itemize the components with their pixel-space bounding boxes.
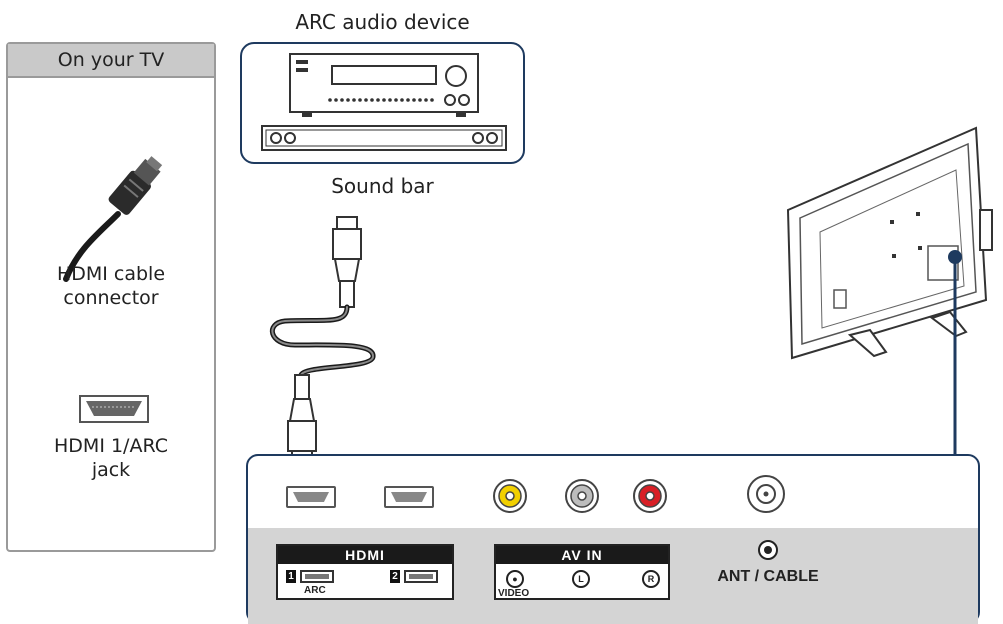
hdmi-port-2-icon xyxy=(404,570,438,583)
arc-device-box xyxy=(240,42,525,164)
lower-hdmi-plug xyxy=(287,374,317,470)
ant-cable-mini-jack xyxy=(758,540,778,560)
legend-label-jack-line2: jack xyxy=(91,459,131,481)
av-video-tag: VIDEO xyxy=(498,588,530,599)
av-in-label: AV IN xyxy=(496,546,668,564)
av-left-audio-jack[interactable] xyxy=(564,478,600,514)
upper-hdmi-plug xyxy=(332,216,362,308)
av-left-mini-jack: L xyxy=(572,570,590,588)
av-video-mini-jack: ● xyxy=(506,570,524,588)
hdmi-2-port[interactable] xyxy=(384,486,434,508)
hdmi-port-1-icon xyxy=(300,570,334,583)
hdmi-jack-icon xyxy=(79,395,149,423)
hdmi-port-1-arc-tag: ARC xyxy=(304,585,326,596)
hdmi-1-arc-port[interactable] xyxy=(286,486,336,508)
hdmi-cable-connector-icon xyxy=(63,156,163,282)
tv-rear-illustration xyxy=(786,126,993,360)
hdmi-cable-illustration xyxy=(269,216,376,470)
av-right-audio-jack[interactable] xyxy=(632,478,668,514)
legend-label-cable-line1: HDMI cable xyxy=(56,263,166,285)
av-video-jack[interactable] xyxy=(492,478,528,514)
callout-line xyxy=(948,250,962,457)
legend-label-cable-line2: connector xyxy=(63,287,159,309)
ant-cable-label: ANT / CABLE xyxy=(717,568,819,585)
ant-cable-jack[interactable] xyxy=(746,474,786,514)
legend-label-jack-line1: HDMI 1/ARC xyxy=(54,435,168,457)
av-right-mini-jack: R xyxy=(642,570,660,588)
hdmi-port-2-number: 2 xyxy=(390,570,400,583)
device-title: ARC audio device xyxy=(295,10,470,34)
legend-header: On your TV xyxy=(8,44,214,78)
tv-connector-panel: HDMI 1 ARC 2 AV IN ● VIDEO L R ANT / CAB… xyxy=(246,454,980,624)
legend-panel: On your TV HDMI cable connector HDMI 1/A… xyxy=(6,42,216,552)
av-in-label-box: AV IN ● VIDEO L R xyxy=(494,544,670,600)
hdmi-port-1-number: 1 xyxy=(286,570,296,583)
device-subtitle: Sound bar xyxy=(331,174,434,198)
av-receiver-and-soundbar-icon xyxy=(261,53,507,151)
hdmi-label-box: HDMI 1 ARC 2 xyxy=(276,544,454,600)
hdmi-label: HDMI xyxy=(278,546,452,564)
